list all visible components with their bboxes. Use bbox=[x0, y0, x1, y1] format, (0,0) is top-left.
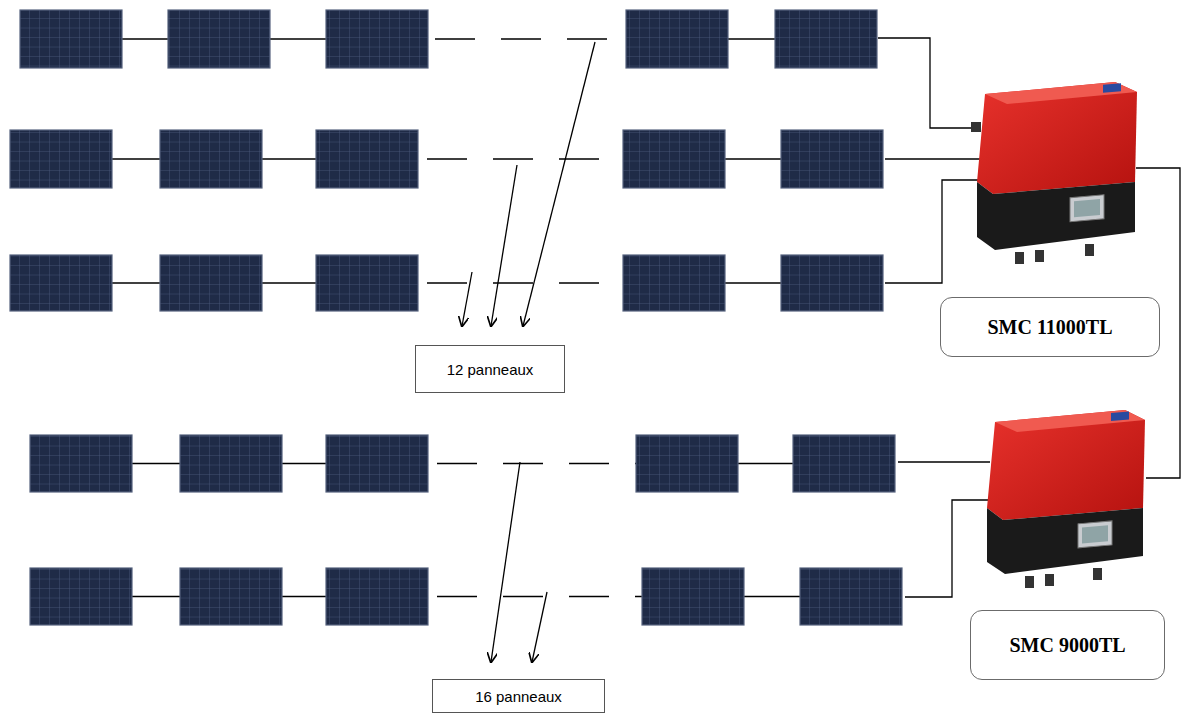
solar-panel bbox=[642, 568, 744, 625]
panel-string bbox=[10, 130, 883, 188]
string-wire bbox=[270, 38, 326, 39]
solar-panel bbox=[623, 130, 725, 188]
panel-string bbox=[30, 568, 902, 625]
solar-panel bbox=[160, 130, 262, 188]
inverter-symbol bbox=[987, 410, 1145, 588]
solar-panel bbox=[316, 130, 418, 188]
count-box: 16 panneaux bbox=[432, 679, 605, 713]
solar-panel bbox=[180, 435, 282, 492]
string-wire-dashed bbox=[437, 463, 636, 464]
solar-panel bbox=[326, 10, 428, 68]
string-wire bbox=[282, 596, 326, 597]
string-wire bbox=[262, 282, 316, 283]
solar-panel bbox=[20, 10, 122, 68]
string-wire bbox=[744, 596, 800, 597]
string-wire-dashed bbox=[427, 158, 623, 159]
inverter-name: SMC 9000TL bbox=[1009, 634, 1125, 657]
solar-panel bbox=[775, 10, 877, 68]
inverter-symbol bbox=[971, 82, 1137, 264]
string-wire bbox=[122, 38, 168, 39]
string-wire bbox=[112, 282, 160, 283]
solar-panel bbox=[30, 435, 132, 492]
inverter-label-box: SMC 9000TL bbox=[970, 610, 1165, 680]
string-wire bbox=[112, 158, 160, 159]
solar-panel bbox=[168, 10, 270, 68]
solar-panel bbox=[316, 255, 418, 311]
string-wire bbox=[132, 463, 180, 464]
solar-panel bbox=[781, 255, 883, 311]
solar-panel bbox=[781, 130, 883, 188]
solar-panel bbox=[636, 435, 738, 492]
string-wire bbox=[132, 596, 180, 597]
panel-count: 12 panneaux bbox=[447, 361, 534, 378]
inverter-label-box: SMC 11000TL bbox=[940, 297, 1160, 357]
solar-panel bbox=[30, 568, 132, 625]
solar-panel bbox=[793, 435, 895, 492]
solar-panel bbox=[326, 568, 428, 625]
panel-string bbox=[30, 435, 895, 492]
dc-wire bbox=[878, 38, 1180, 597]
solar-panel bbox=[10, 130, 112, 188]
solar-panel bbox=[326, 435, 428, 492]
inverter-name: SMC 11000TL bbox=[987, 316, 1112, 339]
string-wire bbox=[725, 282, 781, 283]
panel-string bbox=[10, 255, 883, 311]
string-wire bbox=[262, 158, 316, 159]
string-wire-dashed bbox=[427, 282, 623, 283]
solar-panel bbox=[160, 255, 262, 311]
string-wire bbox=[282, 463, 326, 464]
string-wire bbox=[725, 158, 781, 159]
string-wire-dashed bbox=[437, 596, 642, 597]
string-wire bbox=[728, 38, 775, 39]
solar-panel bbox=[626, 10, 728, 68]
solar-panel bbox=[800, 568, 902, 625]
string-wire-dashed bbox=[435, 38, 626, 39]
panel-count: 16 panneaux bbox=[475, 688, 562, 705]
solar-panel bbox=[180, 568, 282, 625]
panel-string bbox=[20, 10, 877, 68]
count-box: 12 panneaux bbox=[415, 345, 565, 393]
solar-panel bbox=[623, 255, 725, 311]
string-wire bbox=[738, 463, 793, 464]
solar-panel bbox=[10, 255, 112, 311]
